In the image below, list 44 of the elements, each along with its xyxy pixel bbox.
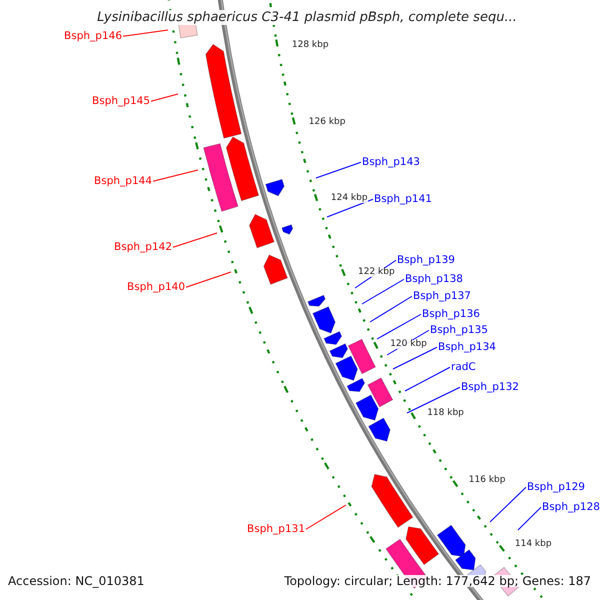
leader-line bbox=[150, 94, 178, 102]
gene-label: Bsph_p144 bbox=[94, 176, 152, 186]
gene-label: Bsph_p141 bbox=[374, 194, 432, 204]
leader-line bbox=[404, 366, 450, 392]
gene-label: Bsph_p134 bbox=[438, 342, 496, 352]
gene-label: Bsph_p129 bbox=[527, 482, 585, 492]
leader-line bbox=[490, 486, 526, 522]
gene-label: Bsph_p137 bbox=[413, 291, 471, 302]
gene-label: Bsph_p145 bbox=[92, 96, 150, 106]
gene-label: Bsph_p143 bbox=[362, 157, 420, 168]
footer-text: Topology: circular; Length: 177,642 bp; Genes: 187 bbox=[284, 575, 591, 587]
leader-line bbox=[406, 386, 460, 414]
gene-label: Bsph_p138 bbox=[405, 274, 463, 284]
leader-line bbox=[172, 232, 218, 248]
scale-label: 128 kbp bbox=[292, 41, 329, 50]
scale-label: 126 kbp bbox=[308, 118, 346, 128]
gene-label: Bsph_p140 bbox=[127, 282, 185, 292]
gene-label: Bsph_p146 bbox=[64, 31, 122, 42]
scale-label: 116 kbp bbox=[468, 476, 506, 485]
footer-text: Accession: NC_010381 bbox=[8, 575, 144, 587]
gene-label: Bsph_p131 bbox=[247, 524, 305, 534]
leader-line bbox=[362, 278, 404, 304]
scale-label: 118 kbp bbox=[427, 409, 464, 418]
leader-line bbox=[316, 162, 362, 178]
leader-line bbox=[122, 30, 168, 37]
scale-label: 122 kbp bbox=[358, 268, 395, 277]
gene-label: Bsph_p132 bbox=[461, 382, 519, 392]
scale-label: 124 kbp bbox=[330, 194, 368, 203]
gene-label: Bsph_p136 bbox=[422, 309, 480, 320]
leader-line bbox=[370, 296, 412, 322]
gene-label: Bsph_p128 bbox=[542, 502, 600, 512]
gene-label: Bsph_p142 bbox=[114, 242, 172, 252]
scale-label: 114 kbp bbox=[514, 540, 552, 549]
leader-line bbox=[518, 506, 542, 530]
gene-label: Bsph_p135 bbox=[430, 325, 488, 336]
leader-line bbox=[376, 314, 422, 340]
gene-label: radC bbox=[451, 362, 476, 372]
leader-line bbox=[326, 198, 374, 218]
gene-label: Bsph_p139 bbox=[397, 255, 455, 266]
leader-line bbox=[306, 504, 346, 530]
scale-label: 120 kbp bbox=[390, 340, 427, 348]
leader-line bbox=[186, 272, 232, 288]
leader-line bbox=[392, 346, 438, 370]
leader-line bbox=[152, 170, 198, 182]
